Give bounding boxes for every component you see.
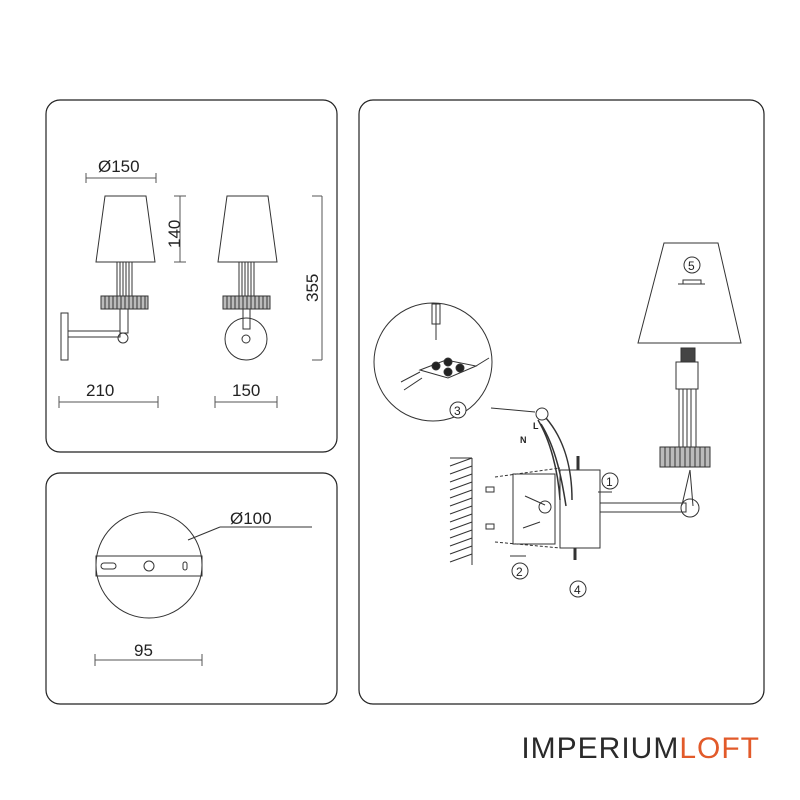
- wall-section: [449, 457, 473, 565]
- canopy: [559, 469, 601, 549]
- terminal-block-detail: [373, 302, 536, 422]
- installation-panel: [358, 99, 765, 705]
- wire-label-N: N: [520, 435, 527, 445]
- brand-logo: IMPERIUMLOFT: [521, 732, 760, 766]
- dim-mount-width: 95: [134, 641, 153, 660]
- lamp-front-view: [217, 195, 278, 361]
- lamp-side-view: [60, 195, 156, 361]
- dim-shade-height: 140: [165, 220, 184, 248]
- dim-total-height: 355: [303, 274, 322, 302]
- lamp-installed: [599, 242, 742, 518]
- dim-width-front: 150: [232, 381, 260, 400]
- step-1-marker: [601, 472, 619, 490]
- step-2-label: 2: [516, 565, 523, 579]
- brand-part1: IMPERIUM: [521, 732, 680, 765]
- base-panel: [45, 472, 338, 705]
- step-4-marker: [569, 580, 587, 598]
- dim-width-side: 210: [86, 381, 114, 400]
- junction-icon: [535, 407, 549, 421]
- wire-label-L: L: [533, 421, 539, 431]
- base-plate-view: [95, 511, 312, 619]
- step-3-label: 3: [454, 404, 461, 418]
- step-5-marker: [683, 256, 701, 274]
- step-5-label: 5: [688, 259, 695, 273]
- step-2-marker: [511, 562, 529, 580]
- dim-shade-diameter: Ø150: [98, 157, 140, 176]
- brand-part2: LOFT: [679, 732, 760, 765]
- dimensions-panel: [45, 99, 338, 453]
- step-1-label: 1: [606, 475, 613, 489]
- step-4-label: 4: [574, 583, 581, 597]
- mounting-plate: [485, 467, 561, 549]
- step-3-marker: [449, 401, 467, 419]
- dim-base-diameter: Ø100: [230, 509, 272, 528]
- wires: [537, 417, 580, 560]
